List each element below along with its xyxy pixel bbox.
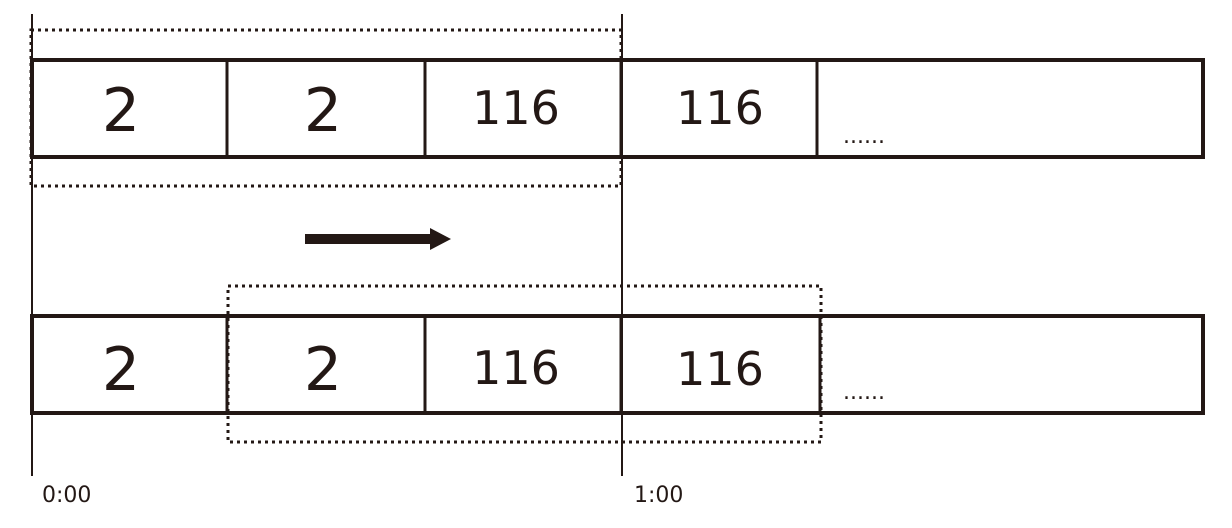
row-bottom-frame xyxy=(30,314,1205,415)
row-top-cell-4: 116 xyxy=(676,81,764,135)
row-bottom-cell-4: 116 xyxy=(676,342,764,396)
row-bottom-cell-3: 116 xyxy=(472,341,560,395)
time-label-start: 0:00 xyxy=(42,483,91,508)
row-top-cell-ellipsis: ...... xyxy=(843,124,885,149)
row-top-cell-1: 2 xyxy=(102,76,140,146)
row-top-cell-3: 116 xyxy=(472,81,560,135)
time-label-end: 1:00 xyxy=(634,483,683,508)
row-bottom-cell-2: 2 xyxy=(304,335,342,405)
window-top xyxy=(29,28,623,188)
window-bottom xyxy=(226,284,823,444)
row-top-cell-2: 2 xyxy=(304,76,342,146)
row-top-frame xyxy=(30,58,1205,159)
row-top: 2 2 116 116 ...... xyxy=(30,58,1205,159)
row-bottom: 2 2 116 116 ...... xyxy=(30,314,1205,415)
row-bottom-cell-ellipsis: ...... xyxy=(843,380,885,405)
row-bottom-cell-1: 2 xyxy=(102,335,140,405)
right-arrow-icon xyxy=(305,228,451,250)
